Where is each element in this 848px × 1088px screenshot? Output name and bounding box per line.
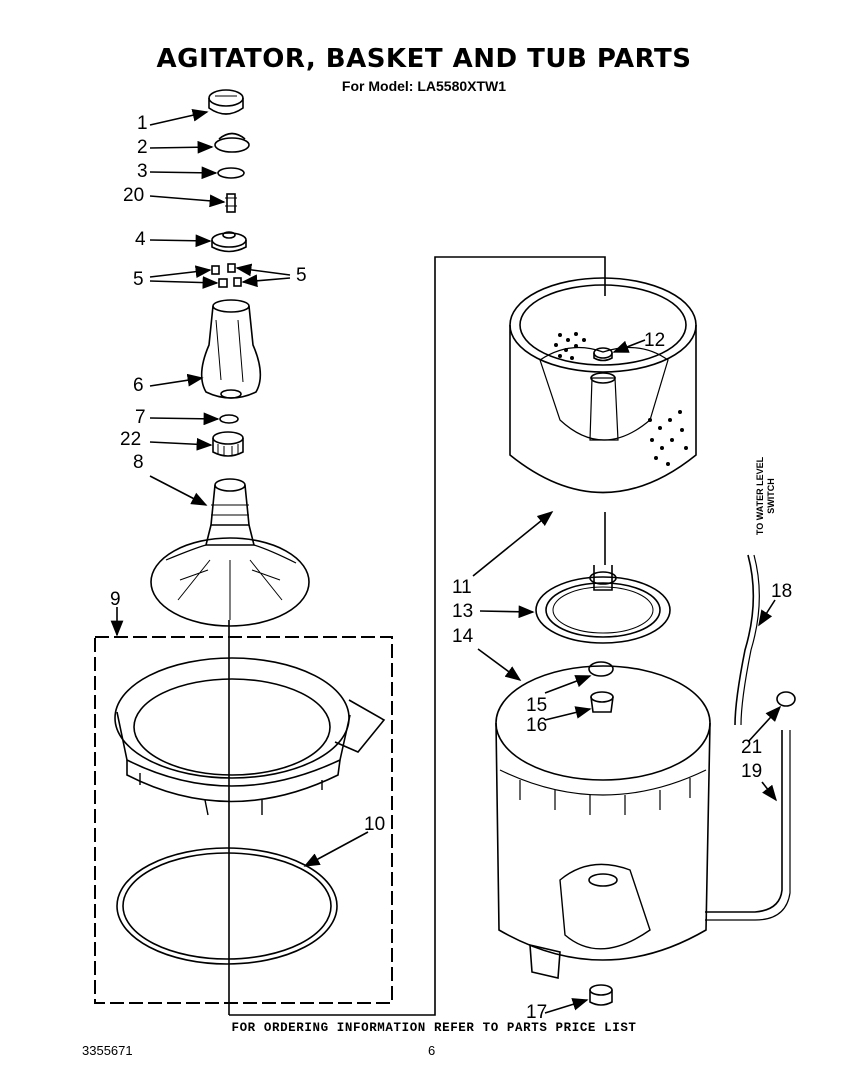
- leader-11: [472, 510, 554, 577]
- leader-2: [149, 140, 214, 154]
- tub-seal-part: [590, 691, 614, 713]
- callout-9: 9: [110, 589, 121, 610]
- callout-5-right: 5: [296, 265, 307, 286]
- callout-2: 2: [137, 137, 148, 158]
- model-subtitle: For Model: LA5580XTW1: [341, 78, 507, 94]
- callout-14: 14: [452, 626, 474, 647]
- cap-insert-part: [214, 132, 250, 153]
- callout-16: 16: [526, 715, 548, 736]
- basket-holes: [554, 332, 688, 466]
- callout-17: 17: [526, 1002, 548, 1023]
- agitator-dogs-part: [211, 263, 242, 288]
- drain-fitting-part: [589, 984, 613, 1006]
- agitator-barrel-part: [200, 299, 262, 399]
- leader-1: [149, 108, 209, 126]
- callout-19: 19: [741, 761, 763, 782]
- grommet-part: [776, 691, 796, 707]
- leader-12: [612, 339, 646, 353]
- side-note-line2: SWITCH: [766, 478, 776, 514]
- leader-19: [761, 781, 777, 802]
- air-hose-part: [705, 730, 783, 913]
- callout-13: 13: [452, 601, 474, 622]
- side-note-line1: TO WATER LEVEL: [755, 456, 765, 536]
- callout-10: 10: [364, 814, 386, 835]
- bolt-part: [225, 193, 237, 213]
- connector-line: [229, 256, 606, 1016]
- leader-5-left-b: [149, 276, 219, 289]
- spline-coupling-part: [212, 431, 244, 457]
- callout-18: 18: [771, 581, 793, 602]
- callout-22: 22: [120, 429, 142, 450]
- leader-5-right-a: [235, 263, 291, 277]
- air-hose-part-inner: [705, 730, 791, 921]
- callout-6: 6: [133, 375, 144, 396]
- callout-1: 1: [137, 113, 148, 134]
- callout-5-left: 5: [133, 269, 144, 290]
- leader-7: [149, 412, 220, 426]
- leader-3: [149, 166, 218, 180]
- leader-6: [149, 373, 204, 387]
- leader-22: [149, 437, 213, 451]
- leader-14: [477, 648, 522, 681]
- callout-15: 15: [526, 695, 548, 716]
- leader-15: [544, 675, 592, 694]
- callout-3: 3: [137, 161, 148, 182]
- page-title: AGITATOR, BASKET AND TUB PARTS: [156, 44, 692, 74]
- callout-12: 12: [644, 330, 666, 351]
- leader-17: [544, 998, 589, 1014]
- leader-18: [758, 599, 776, 627]
- agitator-cap-part: [208, 89, 244, 115]
- callout-11: 11: [452, 577, 472, 598]
- leader-21: [747, 705, 782, 743]
- dog-assembly-part: [211, 231, 247, 253]
- document-number: 3355671: [82, 1043, 133, 1058]
- leader-10: [303, 831, 369, 867]
- leader-8: [149, 475, 208, 506]
- tub-gasket-part: [116, 847, 338, 965]
- callout-4: 4: [135, 229, 146, 250]
- callout-20: 20: [123, 185, 145, 206]
- outer-tub-part: [495, 665, 711, 979]
- tub-ring-part: [114, 657, 386, 816]
- basket-nut-part: [593, 347, 613, 362]
- leader-20: [149, 194, 226, 208]
- leader-5-left-a: [149, 265, 212, 279]
- washer-part: [219, 414, 239, 424]
- callout-21: 21: [741, 737, 763, 758]
- drive-hub-part: [535, 565, 671, 644]
- leader-5-right-b: [241, 274, 291, 288]
- callout-8: 8: [133, 452, 144, 473]
- page-number: 6: [428, 1043, 436, 1058]
- air-tube-part-inner: [740, 554, 760, 726]
- assembly-frame: [94, 636, 393, 1004]
- seal-ring-part: [217, 167, 245, 179]
- air-tube-part: [734, 554, 755, 726]
- ordering-note: FOR ORDERING INFORMATION REFER TO PARTS …: [231, 1021, 637, 1035]
- water-level-switch-note: TO WATER LEVEL SWITCH: [755, 456, 777, 536]
- agitator-base-part: [150, 478, 310, 627]
- callout-7: 7: [135, 407, 146, 428]
- leader-4: [149, 234, 212, 248]
- leader-13: [479, 605, 535, 619]
- clip-part: [588, 661, 614, 677]
- wash-basket-part: [509, 277, 697, 494]
- leader-16: [544, 706, 592, 721]
